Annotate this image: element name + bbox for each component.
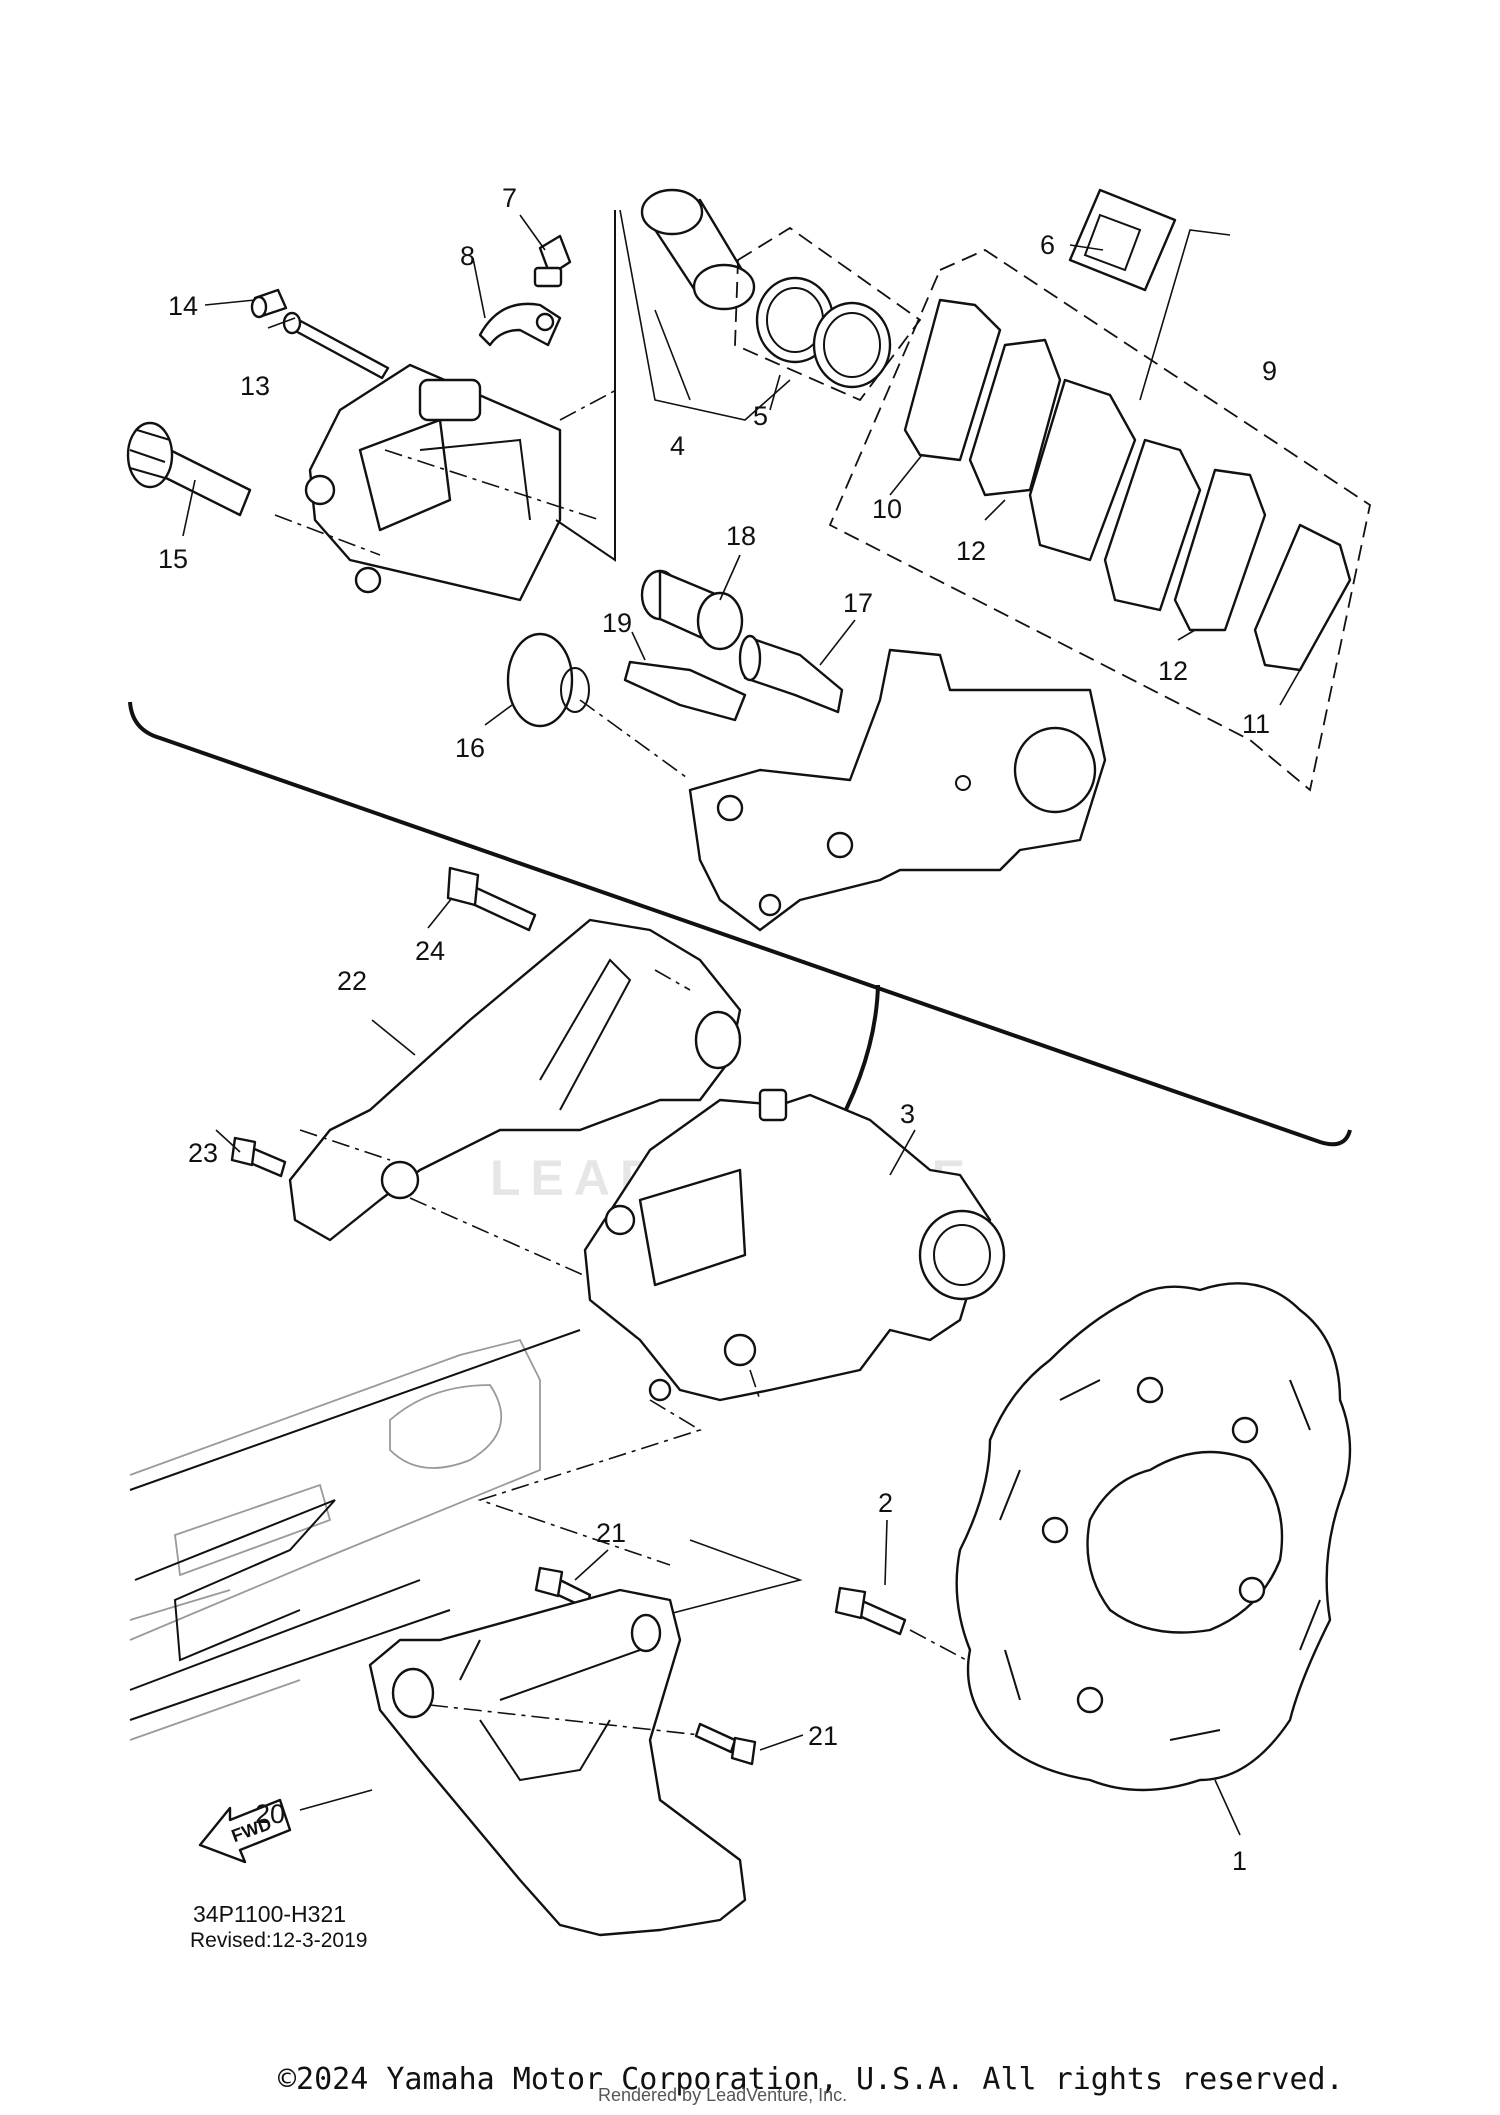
callout-4: 4 <box>670 431 685 461</box>
callout-2: 2 <box>878 1488 893 1518</box>
alignment-lines-mid <box>299 969 691 1279</box>
callout-1: 1 <box>1232 1846 1247 1876</box>
brake-pad-backing <box>1028 378 1137 562</box>
alignment-line-guard <box>429 1704 701 1736</box>
render-credit: Rendered by LeadVenture, Inc. <box>598 2085 848 2105</box>
callout-11: 11 <box>1242 709 1270 739</box>
cap-14 <box>250 288 288 319</box>
callout-12a: 12 <box>956 536 986 566</box>
callout-23: 23 <box>188 1138 218 1168</box>
caliper-bracket-upper <box>688 648 1107 932</box>
swingarm-edges <box>129 1329 581 1721</box>
callout-18: 18 <box>726 521 756 551</box>
pin-17 <box>738 634 844 714</box>
caliper-divider <box>555 210 616 562</box>
seal-group-5 <box>734 226 922 402</box>
leader-lines <box>182 214 1301 1836</box>
callout-19: 19 <box>602 608 632 638</box>
piston-4 <box>640 188 756 311</box>
bleed-screw-7 <box>533 234 572 288</box>
callout-6: 6 <box>1040 230 1055 260</box>
callout-5: 5 <box>753 401 768 431</box>
bolt-23 <box>230 1136 287 1178</box>
group-bracket <box>128 701 1352 1147</box>
sleeve-18 <box>640 569 744 651</box>
forward-arrow-icon: FWD <box>198 1798 292 1864</box>
callout-22: 22 <box>337 966 367 996</box>
callout-17: 17 <box>843 588 873 618</box>
callout-21b: 21 <box>808 1721 838 1751</box>
callout-3: 3 <box>900 1099 915 1129</box>
copyright-notice: ©2024 Yamaha Motor Corporation, U.S.A. A… <box>278 2062 1344 2097</box>
brake-pad-backing-2 <box>1103 438 1202 612</box>
caliper-assembly-3 <box>583 1088 1006 1402</box>
brake-pad-12b <box>1173 468 1267 632</box>
alignment-lines-lower <box>477 1369 761 1566</box>
callout-7: 7 <box>502 183 517 213</box>
callout-12b: 12 <box>1158 656 1188 686</box>
alignment-line-16 <box>579 699 691 781</box>
alignment-lines-upper <box>274 387 621 556</box>
brake-disc-1 <box>955 1282 1352 1792</box>
shim-10 <box>903 298 1002 462</box>
callout-24: 24 <box>415 936 445 966</box>
callout-15: 15 <box>158 544 188 574</box>
callout-13: 13 <box>240 371 270 401</box>
callout-14: 14 <box>168 291 198 321</box>
bolt-2 <box>834 1586 907 1636</box>
callout-8: 8 <box>460 241 475 271</box>
callout-10: 10 <box>872 494 902 524</box>
pad-group-9 <box>828 248 1372 792</box>
slide-pin-13 <box>282 311 390 380</box>
caliper-body-upper <box>304 363 562 602</box>
bracket-8 <box>478 302 562 347</box>
shim-11 <box>1253 523 1352 672</box>
pad-group-9-leader <box>1139 229 1231 401</box>
bolt-21b <box>694 1722 757 1766</box>
callout-20: 20 <box>255 1799 285 1829</box>
revision-date: Revised:12-3-2019 <box>190 1929 367 1952</box>
pin-15 <box>126 421 252 517</box>
seal-5b <box>812 301 892 389</box>
bolt-24 <box>446 866 537 932</box>
callout-21a: 21 <box>596 1518 626 1548</box>
piston-bracket-4 <box>619 209 791 421</box>
disc-guard-20 <box>368 1588 747 1937</box>
pad-spring-6 <box>1068 188 1177 292</box>
callout-9: 9 <box>1262 356 1277 386</box>
reference-code: 34P1100-H321 <box>193 1901 346 1927</box>
boot-16 <box>506 632 590 728</box>
brake-pad-12a <box>968 338 1062 497</box>
caliper-mount-22 <box>288 918 742 1242</box>
callout-16: 16 <box>455 733 485 763</box>
swingarm-section <box>134 1499 336 1662</box>
clip-19 <box>623 660 747 722</box>
